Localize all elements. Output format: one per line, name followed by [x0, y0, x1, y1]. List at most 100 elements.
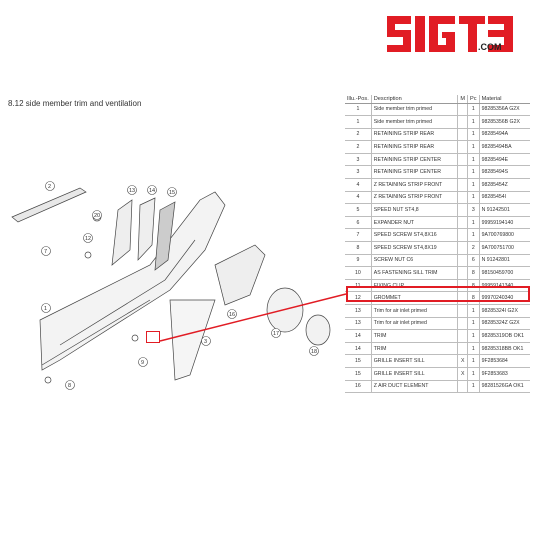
cell-m [457, 304, 469, 318]
cell-pc: 1 [467, 380, 480, 394]
logo-domain: .COM [478, 42, 502, 52]
svg-text:17: 17 [273, 331, 279, 337]
cell-pos: 4 [345, 191, 372, 205]
header-material: Material [479, 95, 530, 104]
cell-m [457, 191, 469, 205]
sill-trim-part [39, 191, 226, 371]
cell-pc: 1 [467, 329, 480, 343]
callout-15: 15 [167, 187, 177, 197]
cell-description: Side member trim primed [371, 115, 459, 129]
cell-description: Z AIR DUCT ELEMENT [371, 380, 459, 394]
callout-9: 9 [138, 357, 148, 367]
cell-m [457, 254, 469, 268]
cell-pos: 4 [345, 178, 372, 192]
callout-18: 18 [309, 346, 319, 356]
cell-m [457, 241, 469, 255]
cell-pos: 1 [345, 115, 372, 129]
cell-description: Z RETAINING STRIP FRONT [371, 178, 459, 192]
cell-m [457, 128, 469, 142]
cell-pos: 1 [345, 103, 372, 117]
cell-m: X [457, 367, 469, 381]
cell-pc: 1 [467, 153, 480, 167]
svg-text:18: 18 [311, 349, 317, 355]
cell-pc: 1 [467, 304, 480, 318]
cell-pos: 9 [345, 254, 372, 268]
callout-2: 2 [45, 181, 55, 191]
section-title: 8.12 side member trim and ventilation [8, 99, 142, 108]
cell-m [457, 203, 469, 217]
cell-m [457, 228, 469, 243]
cell-pc: 1 [467, 115, 480, 129]
cell-material: 98285324I G2X [479, 304, 530, 318]
callout-7: 7 [41, 246, 51, 256]
callout-16: 16 [227, 309, 237, 319]
cell-pos: 8 [345, 241, 372, 255]
cell-m [457, 165, 469, 180]
cell-m [457, 115, 469, 129]
cell-description: TRIM [371, 329, 459, 343]
cell-pos: 15 [345, 354, 372, 368]
cell-description: RETAINING STRIP REAR [371, 140, 459, 154]
trim-13-part [111, 199, 133, 266]
cell-description: SCREW NUT C6 [371, 254, 459, 268]
callout-14: 14 [147, 185, 157, 195]
cell-pos: 3 [345, 153, 372, 167]
callout-1: 1 [41, 303, 51, 313]
cell-pc: 1 [467, 128, 480, 142]
cell-pc: 1 [467, 367, 480, 381]
cell-m [457, 153, 469, 167]
cell-material: 98285494A [479, 128, 530, 142]
air-duct-part [214, 244, 266, 306]
cell-m [457, 317, 469, 331]
cell-pc: 1 [467, 317, 480, 331]
cell-m [457, 103, 469, 117]
cell-pos: 3 [345, 165, 372, 180]
grille-insert-part [154, 201, 176, 271]
cell-description: GRILLE INSERT SILL [371, 367, 459, 381]
cell-material: 9A700769800 [479, 228, 530, 243]
cell-material: 99959194140 [479, 216, 530, 230]
cell-pos: 5 [345, 203, 372, 217]
cell-description: RETAINING STRIP REAR [371, 128, 459, 142]
svg-text:2: 2 [48, 184, 51, 190]
highlighted-row-frame [346, 286, 530, 302]
highlighted-callout-10[interactable] [146, 331, 160, 343]
header-m: M [457, 95, 469, 104]
cell-description: RETAINING STRIP CENTER [371, 153, 459, 167]
cell-material: 9A700751700 [479, 241, 530, 255]
cell-pos: 6 [345, 216, 372, 230]
cell-m [457, 140, 469, 154]
svg-text:12: 12 [85, 236, 91, 242]
cell-material: 9F2853683 [479, 367, 530, 381]
cell-m [457, 266, 469, 280]
cell-material: 98285356A G2X [479, 103, 530, 117]
callout-3: 3 [201, 336, 211, 346]
cell-pos: 15 [345, 367, 372, 381]
cell-pos: 13 [345, 304, 372, 318]
cell-m [457, 178, 469, 192]
header-pos: Illu.-Pos. [345, 95, 372, 104]
